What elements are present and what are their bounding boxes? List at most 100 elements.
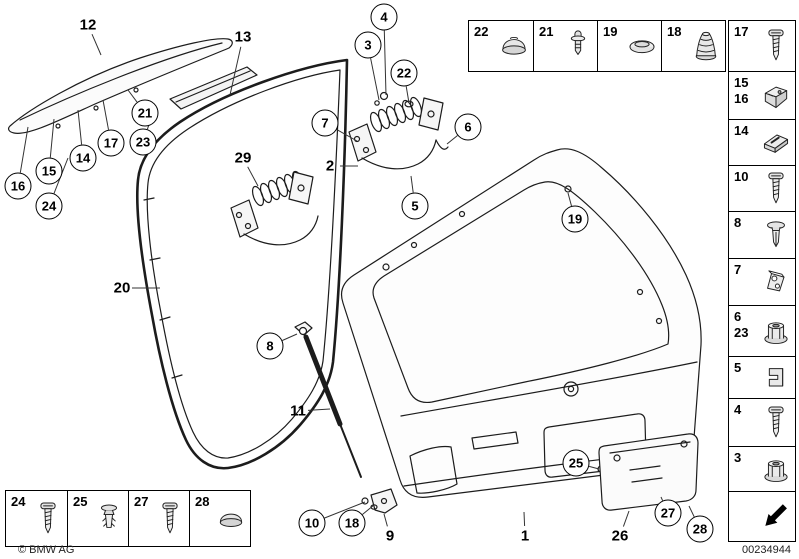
plug-icon [561, 27, 595, 65]
part-number-label: 5 [734, 360, 742, 375]
screw-icon [153, 500, 187, 538]
part-thumbnail-8[interactable]: 8 [729, 211, 795, 258]
part-number-labels: 5 [734, 360, 741, 376]
fasteners-bottom-strip: 24 25 27 28 [5, 490, 251, 547]
callout-18[interactable]: 18 [338, 509, 366, 537]
part-number-label: 23 [734, 324, 749, 340]
part-thumbnail-21[interactable]: 21 [533, 21, 597, 71]
part-thumbnail-28[interactable]: 28 [189, 491, 250, 546]
nut-icon [759, 312, 793, 350]
callout-19[interactable]: 19 [561, 205, 589, 233]
dome-cap-icon [497, 27, 531, 65]
part-number-label: 22 [474, 24, 489, 39]
part-number-labels: 28 [195, 494, 209, 510]
part-thumbnail-19[interactable]: 19 [597, 21, 661, 71]
callout-6[interactable]: 6 [454, 113, 482, 141]
screw-icon [759, 27, 793, 65]
part-number-labels: 25 [73, 494, 87, 510]
part-number-label: 21 [539, 24, 554, 39]
nut-icon [759, 450, 793, 488]
callout-27[interactable]: 27 [654, 499, 682, 527]
part-number-labels: 3 [734, 450, 741, 466]
callout-13[interactable]: 13 [234, 28, 252, 46]
part-number-labels: 18 [667, 24, 681, 40]
part-thumbnail-24[interactable]: 24 [6, 491, 67, 546]
diagram-number: 00234944 [742, 544, 791, 556]
callout-16[interactable]: 16 [4, 172, 32, 200]
rivet-icon [759, 216, 793, 254]
callout-3[interactable]: 3 [354, 31, 382, 59]
part-number-label: 18 [667, 24, 682, 39]
part-number-labels: 24 [11, 494, 25, 510]
clip-plate-icon [759, 124, 793, 162]
callout-24[interactable]: 24 [35, 192, 63, 220]
part-thumbnail-4[interactable]: 4 [729, 398, 795, 446]
callout-12[interactable]: 12 [79, 16, 97, 34]
part-number-labels: 7 [734, 262, 741, 278]
part-number-label: 10 [734, 169, 749, 184]
bracket-icon [759, 263, 793, 301]
callout-2[interactable]: 2 [325, 157, 335, 175]
part-thumbnail-17[interactable]: 17 [729, 21, 795, 71]
part-thumbnail-25[interactable]: 25 [67, 491, 128, 546]
part-thumbnail-18[interactable]: 18 [661, 21, 725, 71]
callout-21[interactable]: 21 [131, 99, 159, 127]
callout-15[interactable]: 15 [35, 157, 63, 185]
callout-10[interactable]: 10 [298, 509, 326, 537]
part-number-labels: 19 [603, 24, 617, 40]
cover-cap-icon [625, 27, 659, 65]
callout-1[interactable]: 1 [520, 527, 530, 545]
callout-7[interactable]: 7 [311, 109, 339, 137]
part-number-label: 4 [734, 402, 742, 417]
part-number-label: 14 [734, 123, 749, 138]
part-number-labels: 4 [734, 402, 741, 418]
callout-14[interactable]: 14 [69, 144, 97, 172]
part-number-label: 7 [734, 262, 742, 277]
screw-icon [759, 170, 793, 208]
part-thumbnail-22[interactable]: 22 [469, 21, 533, 71]
callout-11[interactable]: 11 [290, 402, 306, 420]
part-number-labels: 8 [734, 215, 741, 231]
part-thumbnail-5[interactable]: 5 [729, 356, 795, 398]
part-number-label: 3 [734, 450, 742, 465]
callout-28[interactable]: 28 [686, 515, 714, 543]
part-number-label: 25 [73, 494, 88, 509]
part-thumbnail-10[interactable]: 10 [729, 165, 795, 211]
screw-icon [31, 500, 65, 538]
part-number-labels: 22 [474, 24, 488, 40]
callout-4[interactable]: 4 [370, 3, 398, 31]
callout-29[interactable]: 29 [234, 149, 252, 167]
part-number-labels: 21 [539, 24, 553, 40]
part-number-label: 8 [734, 215, 742, 230]
part-thumbnail-7[interactable]: 7 [729, 258, 795, 305]
callout-23[interactable]: 23 [129, 128, 157, 156]
callout-9[interactable]: 9 [385, 527, 395, 545]
buffer-icon [689, 27, 723, 65]
part-number-label: 17 [734, 24, 749, 39]
expanding-clip-icon [92, 500, 126, 538]
next-diagram-arrow-icon [759, 498, 793, 536]
part-thumbnail-14[interactable]: 14 [729, 119, 795, 165]
module-icon [759, 77, 793, 115]
callout-26[interactable]: 26 [611, 527, 629, 545]
callout-8[interactable]: 8 [256, 332, 284, 360]
callout-17[interactable]: 17 [97, 129, 125, 157]
clamp-icon [759, 359, 793, 397]
callout-22[interactable]: 22 [390, 59, 418, 87]
part-number-label: 27 [134, 494, 149, 509]
copyright-notice: © BMW AG [18, 544, 75, 556]
callout-25[interactable]: 25 [562, 449, 590, 477]
part-number-label: 28 [195, 494, 210, 509]
next-diagram-link[interactable] [729, 491, 795, 541]
callout-20[interactable]: 20 [113, 279, 131, 297]
callout-5[interactable]: 5 [401, 192, 429, 220]
part-thumbnail-27[interactable]: 27 [128, 491, 189, 546]
part-thumbnail-3[interactable]: 3 [729, 446, 795, 491]
